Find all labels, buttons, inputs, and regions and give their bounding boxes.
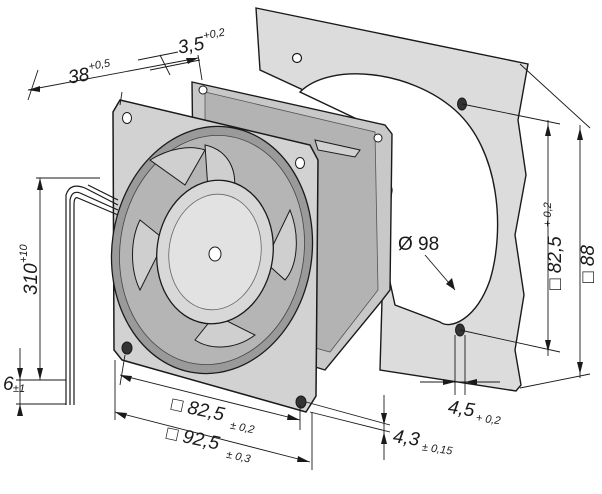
dim-strip-tol: ±1 [13, 383, 25, 395]
dim-frame-size-tol: ± 0,3 [225, 449, 252, 466]
front-hole-top-right [295, 157, 305, 169]
cable-leads [65, 184, 119, 405]
dimension-arrows [17, 58, 583, 462]
front-hole-bottom-left [121, 341, 133, 355]
dim-strip-value: 6 [3, 374, 14, 395]
dim-hole-spacing-tol: ± 0,2 [229, 420, 255, 437]
fan-front-frame [110, 99, 319, 413]
dim-panel-hole-spacing-tol: + 0,2 [542, 202, 554, 227]
dim-hole-depth-tol: ± 0,15 [421, 441, 454, 457]
dim-panel-outer: □ 88 [578, 245, 599, 283]
dim-flange-tol: +0,2 [202, 27, 225, 43]
front-hole-bottom-right [295, 395, 307, 409]
dim-strip: 6 ±1 [3, 374, 25, 395]
dim-panel-hole-dia-value: 4,5 [447, 397, 477, 422]
dim-panel-hole-dia-tol: + 0,2 [475, 412, 501, 427]
rear-hole-1 [198, 85, 208, 95]
dim-frame-size-value: □ 92,5 [164, 423, 221, 455]
dim-hole-depth: 4,3 ± 0,15 [392, 426, 454, 457]
dim-depth: 38 +0,5 [66, 57, 112, 88]
panel-hole-top-left [291, 52, 303, 64]
dim-depth-tol: +0,5 [88, 57, 112, 73]
dim-hole-depth-value: 4,3 [392, 426, 422, 451]
dim-flange: 3,5 +0,2 [176, 27, 226, 59]
rear-hole-2 [373, 133, 383, 143]
mounting-panel [255, 7, 529, 392]
dim-depth-value: 38 [66, 64, 91, 88]
dim-cable-tol: +10 [18, 243, 30, 263]
dimension-lines [16, 51, 591, 470]
dim-panel-hole-spacing-value: □ 82,5 [545, 236, 566, 290]
front-hole-top-left [122, 112, 132, 124]
dim-flange-value: 3,5 [176, 33, 206, 58]
dim-panel-outer-value: □ 88 [578, 245, 599, 283]
dim-panel-hole-spacing: □ 82,5 + 0,2 [542, 202, 566, 290]
dim-panel-cutout: Ø 98 [398, 234, 439, 255]
dim-panel-hole-dia: 4,5 + 0,2 [447, 397, 502, 427]
dim-cable-value: 310 [21, 263, 42, 295]
dim-hole-spacing-value: □ 82,5 [169, 394, 226, 426]
dim-cable: 310 +10 [18, 243, 42, 295]
